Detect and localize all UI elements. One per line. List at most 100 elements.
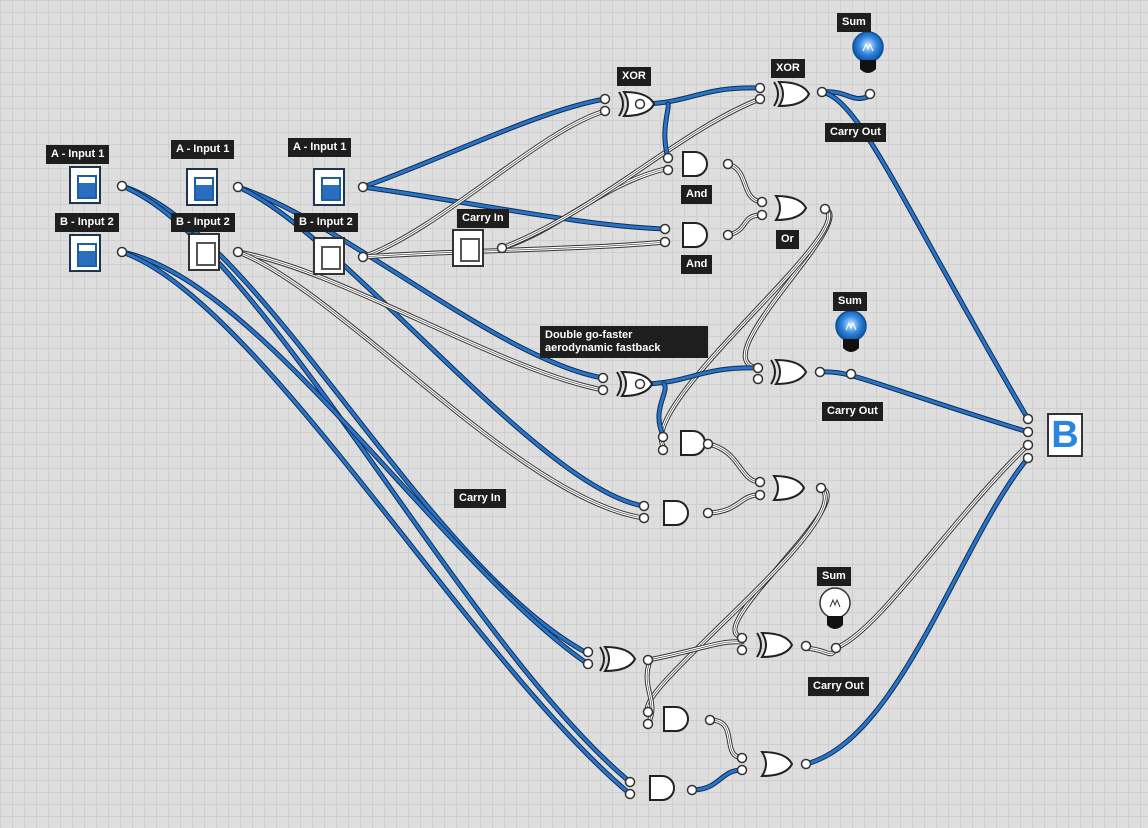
connector-pin[interactable]: [582, 658, 594, 670]
connector-pin[interactable]: [638, 512, 650, 524]
connector-pin[interactable]: [642, 718, 654, 730]
xor-gate-arc: [756, 632, 762, 658]
connector-pin[interactable]: [638, 500, 650, 512]
connector-pin[interactable]: [816, 86, 828, 98]
connector-pin[interactable]: [704, 714, 716, 726]
connector-pin[interactable]: [830, 642, 842, 654]
xor-gate[interactable]: [603, 645, 637, 673]
xor-gate[interactable]: [774, 358, 808, 386]
wire-core: [120, 184, 632, 784]
connector-pin[interactable]: [736, 764, 748, 776]
connector-pin[interactable]: [845, 368, 857, 380]
connector-pin[interactable]: [642, 706, 654, 718]
and-gate[interactable]: [663, 706, 689, 732]
xor-gate[interactable]: [760, 631, 794, 659]
label-b-input-2: B - Input 2: [55, 213, 119, 232]
wire-edge: [647, 641, 743, 661]
switch-b-input-2-second[interactable]: [188, 233, 220, 271]
connector-pin[interactable]: [736, 644, 748, 656]
wire-edge: [237, 251, 604, 391]
connector-pin[interactable]: [599, 93, 611, 105]
connector-pin[interactable]: [232, 246, 244, 258]
label-carry-in: Carry In: [457, 209, 509, 228]
and-gate[interactable]: [663, 500, 689, 526]
connector-pin[interactable]: [754, 489, 766, 501]
switch-rocker: [321, 177, 341, 201]
switch-b-input-2-third[interactable]: [313, 237, 345, 275]
wire-edge: [646, 659, 653, 725]
connector-pin[interactable]: [756, 209, 768, 221]
switch-a-input-1-third[interactable]: [313, 168, 345, 206]
connector-pin[interactable]: [756, 196, 768, 208]
connector-pin[interactable]: [624, 776, 636, 788]
and-gate[interactable]: [649, 775, 675, 801]
connector-pin[interactable]: [659, 236, 671, 248]
connector-pin[interactable]: [736, 752, 748, 764]
switch-b-input-2-first[interactable]: [69, 234, 101, 272]
connector-pin[interactable]: [800, 640, 812, 652]
connector-pin[interactable]: [657, 444, 669, 456]
and-gate[interactable]: [680, 430, 706, 456]
connector-pin[interactable]: [800, 758, 812, 770]
and-gate[interactable]: [682, 222, 708, 248]
connector-pin[interactable]: [662, 152, 674, 164]
connector-pin[interactable]: [736, 632, 748, 644]
switch-a-input-1-first[interactable]: [69, 166, 101, 204]
connector-pin[interactable]: [624, 788, 636, 800]
connector-pin[interactable]: [819, 203, 831, 215]
or-gate[interactable]: [772, 474, 806, 502]
wire-core: [818, 370, 1030, 434]
connector-pin[interactable]: [702, 438, 714, 450]
connector-pin[interactable]: [357, 251, 369, 263]
label-carry-in: Carry In: [454, 489, 506, 508]
connector-pin[interactable]: [754, 82, 766, 94]
connector-pin[interactable]: [662, 164, 674, 176]
label-carry-out: Carry Out: [808, 677, 869, 696]
connector-pin[interactable]: [659, 223, 671, 235]
connector-pin[interactable]: [657, 431, 669, 443]
xor-gate[interactable]: [777, 80, 811, 108]
connector-pin[interactable]: [634, 98, 646, 110]
label-a-input-1: A - Input 1: [288, 138, 352, 157]
wire-core: [804, 456, 1030, 766]
connector-pin[interactable]: [1022, 439, 1034, 451]
connector-pin[interactable]: [686, 784, 698, 796]
connector-pin[interactable]: [634, 378, 646, 390]
connector-pin[interactable]: [597, 384, 609, 396]
xor-gate-arc: [618, 91, 624, 117]
connector-pin[interactable]: [599, 105, 611, 117]
connector-pin[interactable]: [754, 476, 766, 488]
wire-core: [820, 90, 1030, 421]
switch-a-input-1-second[interactable]: [186, 168, 218, 206]
connector-pin[interactable]: [722, 229, 734, 241]
or-gate[interactable]: [760, 750, 794, 778]
connector-pin[interactable]: [864, 88, 876, 100]
connector-pin[interactable]: [116, 246, 128, 258]
connector-pin[interactable]: [1022, 413, 1034, 425]
connector-pin[interactable]: [1022, 426, 1034, 438]
connector-pin[interactable]: [754, 93, 766, 105]
connector-pin[interactable]: [814, 366, 826, 378]
switch-carry-in[interactable]: [452, 229, 484, 267]
label-xor: XOR: [771, 59, 805, 78]
connector-pin[interactable]: [642, 654, 654, 666]
connector-pin[interactable]: [1022, 452, 1034, 464]
connector-pin[interactable]: [116, 180, 128, 192]
connector-pin[interactable]: [815, 482, 827, 494]
connector-pin[interactable]: [597, 372, 609, 384]
and-gate[interactable]: [682, 151, 708, 177]
xor-gate-arc: [773, 81, 779, 107]
label-sum: Sum: [833, 292, 867, 311]
connector-pin[interactable]: [722, 158, 734, 170]
connector-pin[interactable]: [752, 373, 764, 385]
wire-core: [708, 718, 744, 760]
or-gate[interactable]: [774, 194, 808, 222]
connector-pin[interactable]: [357, 181, 369, 193]
wire-core: [361, 97, 607, 189]
connector-pin[interactable]: [232, 181, 244, 193]
connector-pin[interactable]: [496, 242, 508, 254]
connector-pin[interactable]: [582, 646, 594, 658]
connector-pin[interactable]: [702, 507, 714, 519]
connector-pin[interactable]: [752, 362, 764, 374]
